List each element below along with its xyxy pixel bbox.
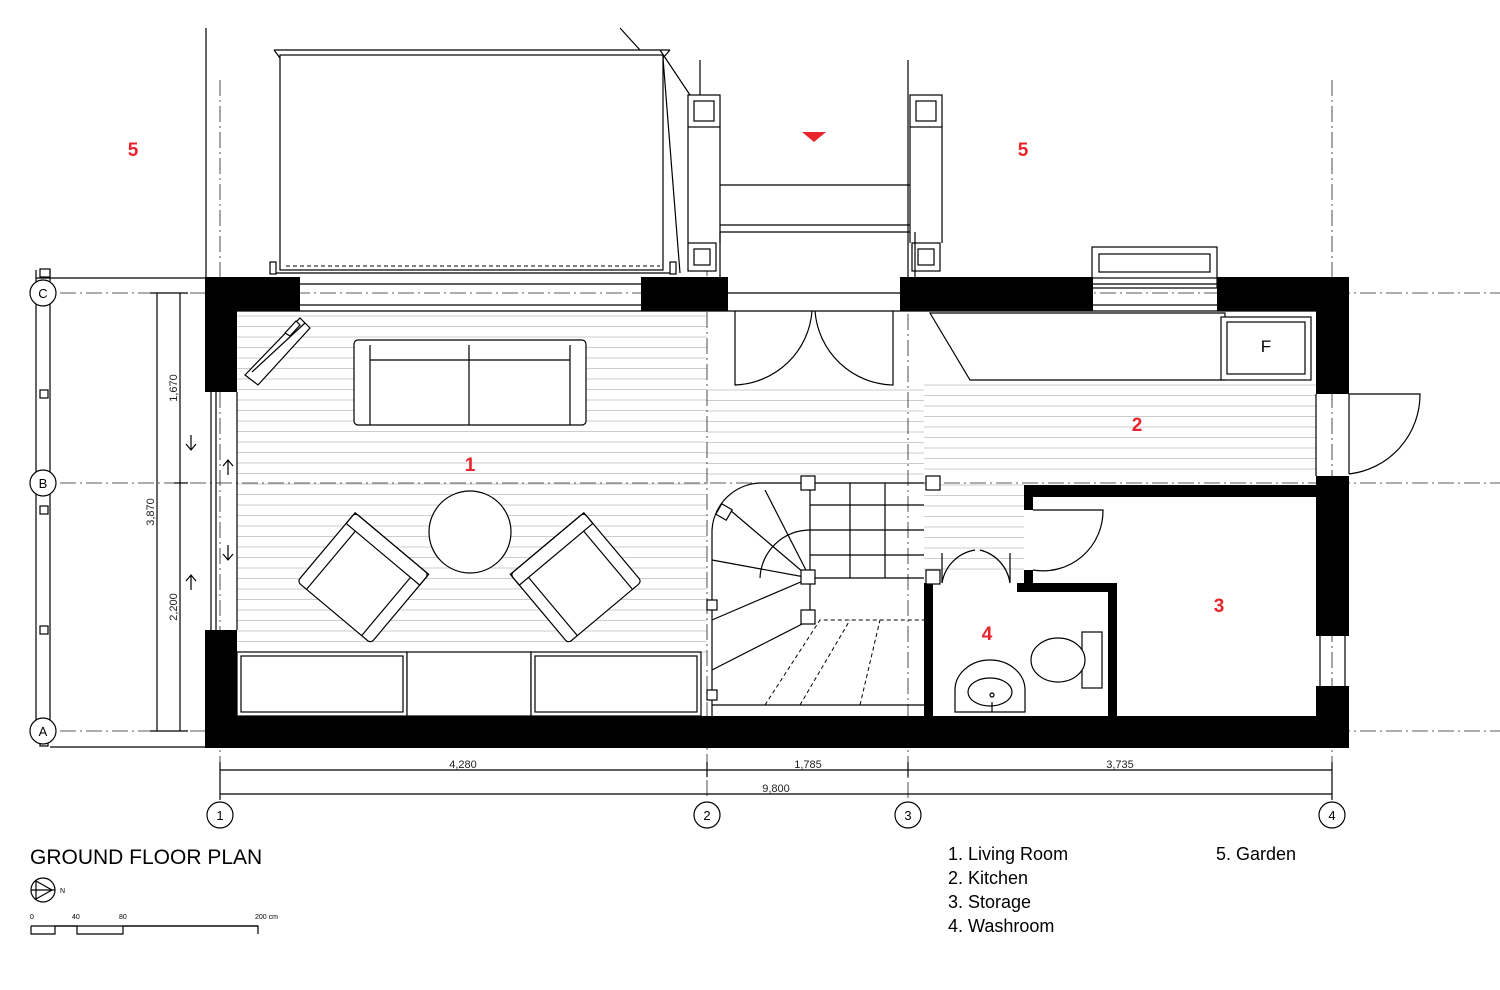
entry-door-left bbox=[734, 310, 813, 386]
washroom-door-right bbox=[979, 549, 1011, 584]
side-door bbox=[1348, 393, 1421, 475]
room-number-living: 1 bbox=[465, 455, 476, 476]
dim-bay-2-3: 1,785 bbox=[794, 759, 822, 771]
room-number-storage: 3 bbox=[1214, 596, 1225, 617]
grid-label-2: 2 bbox=[703, 808, 710, 823]
site-boundaries bbox=[205, 27, 909, 278]
legend-item-garden: 5. Garden bbox=[1216, 844, 1296, 864]
kitchen-counter bbox=[928, 312, 1312, 381]
north-label: N bbox=[60, 888, 65, 895]
scale-label-40: 40 bbox=[72, 914, 80, 921]
fridge-label: F bbox=[1261, 337, 1271, 356]
grid-label-1: 1 bbox=[216, 808, 223, 823]
side-rail bbox=[35, 268, 206, 748]
low-cabinets bbox=[236, 651, 702, 717]
room-number-kitchen: 2 bbox=[1132, 415, 1143, 436]
garden-structure-left bbox=[269, 49, 681, 275]
scale-label-80: 80 bbox=[119, 914, 127, 921]
storage-door bbox=[1032, 509, 1104, 572]
dim-bay-1-2: 4,280 bbox=[449, 759, 477, 771]
corner-instrument bbox=[244, 317, 311, 386]
grid-label-c: C bbox=[38, 286, 47, 301]
garden-bench bbox=[1091, 246, 1218, 289]
room-number-garden-left: 5 bbox=[128, 140, 139, 161]
legend-item-storage: 3. Storage bbox=[948, 892, 1031, 912]
dim-bay-3-4: 3,735 bbox=[1106, 759, 1134, 771]
scale-bar bbox=[30, 925, 259, 935]
grid-label-3: 3 bbox=[904, 808, 911, 823]
armchair-right bbox=[509, 511, 641, 643]
doors bbox=[734, 310, 1421, 584]
staircase bbox=[706, 475, 941, 716]
windows bbox=[210, 283, 1346, 686]
dim-depth-a-b: 2,200 bbox=[168, 593, 180, 621]
legend-item-washroom: 4. Washroom bbox=[948, 916, 1054, 936]
room-number-garden-right: 5 bbox=[1018, 140, 1029, 161]
plan-title: GROUND FLOOR PLAN bbox=[30, 846, 262, 869]
dim-overall-depth: 3,870 bbox=[145, 498, 157, 526]
entrance-arrow-icon bbox=[802, 132, 826, 142]
legend-item-kitchen: 2. Kitchen bbox=[948, 868, 1028, 888]
dim-overall-length: 9,800 bbox=[762, 783, 790, 795]
north-arrow-icon bbox=[30, 877, 56, 903]
grid-label-b: B bbox=[39, 476, 48, 491]
coffee-table bbox=[428, 490, 512, 574]
horizontal-dimensions bbox=[219, 762, 1333, 800]
dim-depth-b-c: 1,670 bbox=[168, 374, 180, 402]
sofa bbox=[353, 339, 587, 426]
grid-label-a: A bbox=[39, 724, 48, 739]
washroom-door-left bbox=[941, 549, 976, 584]
washroom-fixtures bbox=[954, 631, 1103, 713]
entry-door-right bbox=[814, 310, 894, 386]
armchair-left bbox=[298, 511, 430, 643]
grid-bubbles bbox=[29, 279, 1346, 829]
scale-label-0: 0 bbox=[30, 914, 34, 921]
interior-lines bbox=[236, 310, 1317, 630]
grid-label-4: 4 bbox=[1328, 808, 1335, 823]
room-number-washroom: 4 bbox=[982, 624, 993, 645]
walls bbox=[205, 277, 1349, 748]
entry-path bbox=[687, 94, 943, 278]
legend-item-living-room: 1. Living Room bbox=[948, 844, 1068, 864]
scale-label-200: 200 cm bbox=[255, 914, 278, 921]
vertical-dimensions bbox=[150, 292, 188, 732]
sliding-arrows bbox=[185, 435, 234, 590]
